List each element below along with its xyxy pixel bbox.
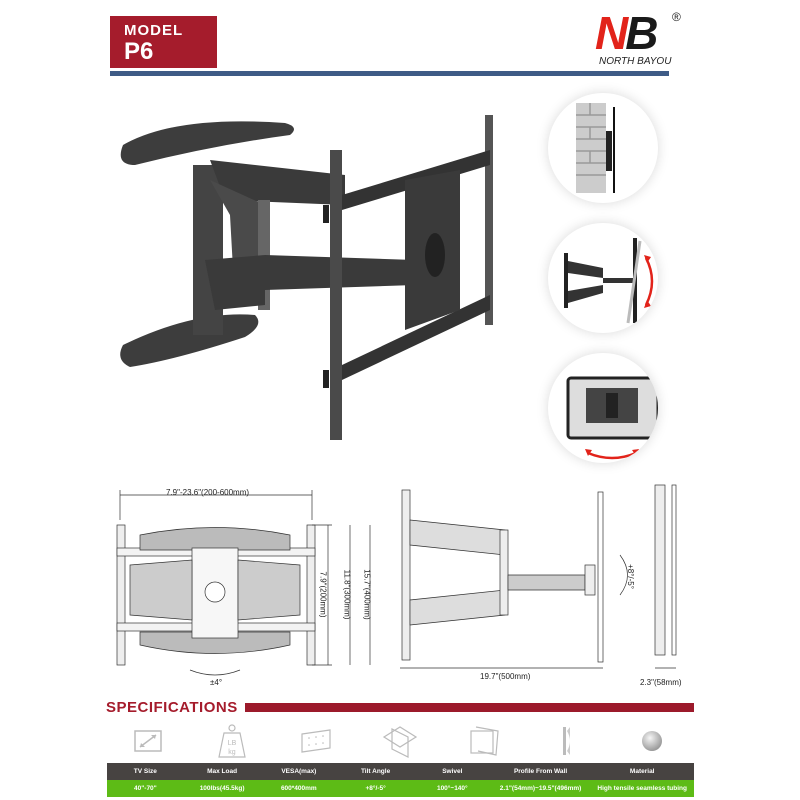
rotation-label: ±4°	[210, 678, 223, 687]
spec-header: VESA(max)	[281, 768, 317, 775]
logo-n: N	[595, 7, 628, 59]
extension-label: 19.7"(500mm)	[480, 672, 531, 681]
logo-b: B	[625, 7, 658, 59]
product-image	[120, 115, 493, 440]
spec-icons: LB kg	[106, 720, 694, 762]
dimension-drawing	[116, 484, 677, 676]
swivel-motion-icon	[566, 376, 658, 460]
svg-text:kg: kg	[228, 749, 236, 756]
logo-mark: NB	[595, 10, 695, 56]
specifications-bar	[245, 703, 694, 712]
spec-value: 100lbs(45.5kg)	[199, 785, 245, 792]
spec-value: 600*400mm	[280, 785, 317, 792]
spec-header-row: TV Size Max Load VESA(max) Tilt Angle Sw…	[107, 763, 694, 780]
brand-name: NORTH BAYOU	[599, 56, 672, 67]
spec-header: Material	[629, 768, 655, 775]
header-rule	[110, 71, 669, 76]
wall-fold-icon	[576, 103, 615, 193]
vesa-200-label: 7.9"(200mm)	[318, 571, 328, 618]
swivel-icon	[442, 720, 526, 762]
spec-value-row: 40"-70" 100lbs(45.5kg) 600*400mm +8°/-5°…	[107, 780, 694, 797]
feature-wall-flush	[548, 93, 658, 203]
brand-logo: NB ® NORTH BAYOU	[595, 10, 695, 70]
depth-label: 2.3"(58mm)	[640, 678, 682, 687]
tilt-label: +8°/-5°	[625, 564, 635, 589]
specifications-title: SPECIFICATIONS	[106, 699, 238, 716]
material-icon	[610, 720, 694, 762]
tilt-motion-icon	[564, 238, 654, 324]
model-label: MODEL	[124, 22, 184, 39]
width-dimension-label: 7.9"-23.6"(200-600mm)	[166, 488, 250, 497]
spec-header: Profile From Wall	[513, 768, 568, 775]
spec-header: Swivel	[442, 768, 463, 775]
spec-value: +8°/-5°	[365, 785, 386, 792]
model-badge: MODEL P6	[110, 16, 217, 68]
model-value: P6	[124, 38, 154, 65]
tilt-icon	[358, 720, 442, 762]
specifications-table: TV Size Max Load VESA(max) Tilt Angle Sw…	[107, 763, 694, 797]
spec-value: 40"-70"	[133, 785, 157, 792]
tv-size-icon	[106, 720, 190, 762]
spec-value: High tensile seamless tubing	[597, 785, 687, 792]
vesa-icon	[274, 720, 358, 762]
spec-value: 2.1"(54mm)~19.5"(496mm)	[499, 785, 582, 792]
feature-tilt	[548, 223, 658, 333]
registered-mark: ®	[672, 10, 681, 24]
vesa-400-label: 15.7"(400mm)	[362, 569, 372, 620]
feature-swivel	[548, 353, 658, 463]
technical-drawings: 7.9"-23.6"(200-600mm) 7.9"(200mm) 11.8"(…	[100, 480, 700, 690]
profile-icon	[526, 720, 610, 762]
spec-header: TV Size	[133, 768, 157, 775]
spec-header: Max Load	[207, 768, 238, 775]
vesa-300-label: 11.8"(300mm)	[342, 569, 352, 620]
spec-header: Tilt Angle	[360, 768, 391, 775]
weight-icon: LB kg	[190, 720, 274, 762]
svg-text:LB: LB	[228, 740, 237, 747]
spec-value: 100°~140°	[436, 785, 468, 792]
